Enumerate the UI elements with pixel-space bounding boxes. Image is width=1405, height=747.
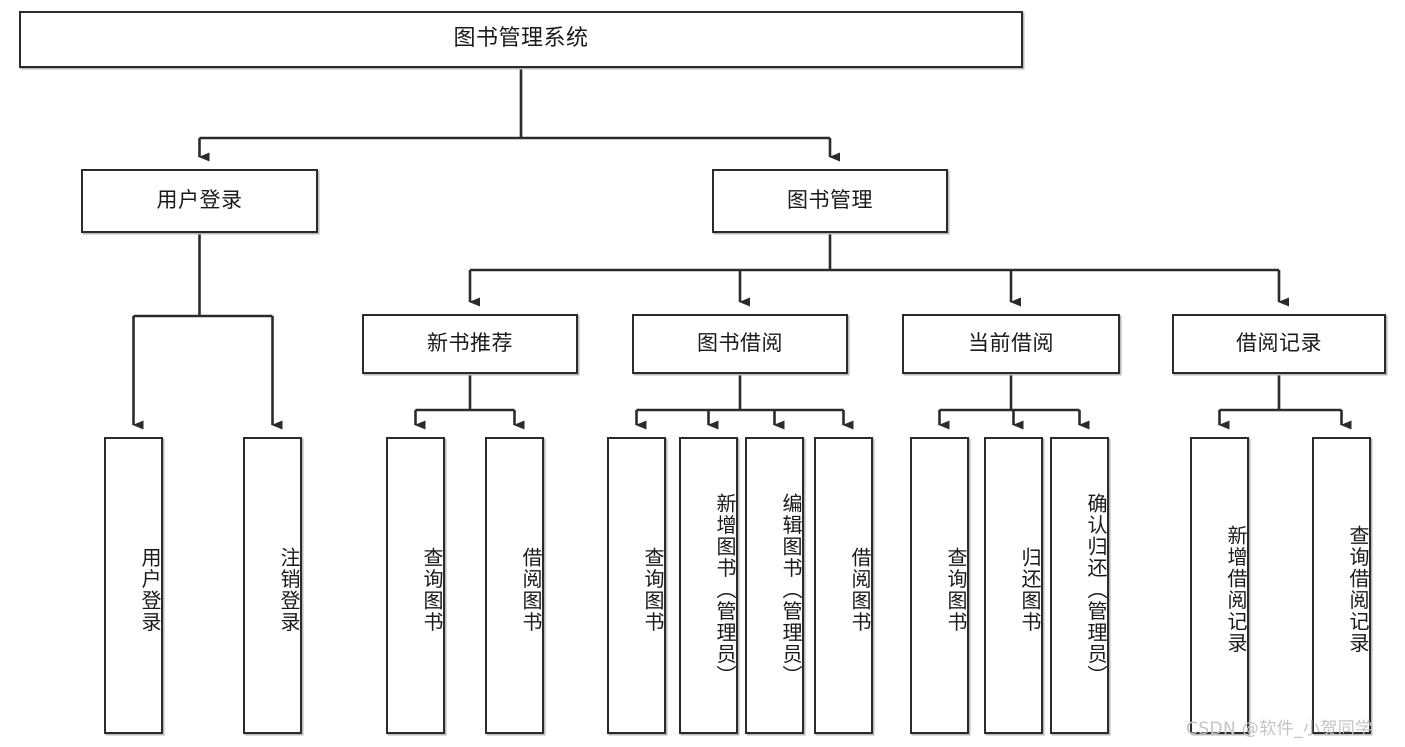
node-leaf-borrow-book-1-label: 借阅图书 — [519, 546, 543, 633]
node-leaf-query-book-2-label: 查询图书 — [641, 546, 665, 633]
node-leaf-add-borrow-record-label: 新增借阅记录 — [1224, 525, 1248, 654]
node-leaf-logout-login[interactable]: 注销登录 — [243, 437, 302, 734]
node-leaf-edit-book-admin[interactable]: 编辑图书（管理员） — [745, 437, 804, 734]
node-leaf-user-login-label: 用户登录 — [138, 546, 162, 633]
node-current-borrow-label: 当前借阅 — [968, 331, 1054, 356]
watermark: CSDN @软件_小贺同学 — [1186, 719, 1373, 739]
node-book-borrow[interactable]: 图书借阅 — [632, 314, 848, 374]
node-borrow-record-label: 借阅记录 — [1236, 331, 1322, 356]
node-leaf-query-book-1-label: 查询图书 — [420, 546, 444, 633]
node-leaf-query-book-1[interactable]: 查询图书 — [386, 437, 445, 734]
node-leaf-return-book[interactable]: 归还图书 — [984, 437, 1043, 734]
node-leaf-add-borrow-record[interactable]: 新增借阅记录 — [1190, 437, 1249, 734]
node-leaf-add-book-admin-label: 新增图书（管理员） — [713, 492, 737, 687]
node-leaf-query-borrow-record-label: 查询借阅记录 — [1346, 525, 1370, 654]
node-book-borrow-label: 图书借阅 — [697, 331, 783, 356]
node-root-label: 图书管理系统 — [453, 26, 589, 52]
node-leaf-add-book-admin[interactable]: 新增图书（管理员） — [679, 437, 738, 734]
node-borrow-record[interactable]: 借阅记录 — [1172, 314, 1386, 374]
node-leaf-return-book-label: 归还图书 — [1018, 546, 1042, 633]
node-new-book-recommend-label: 新书推荐 — [427, 331, 513, 356]
node-book-management[interactable]: 图书管理 — [712, 169, 948, 233]
node-new-book-recommend[interactable]: 新书推荐 — [362, 314, 578, 374]
node-book-management-label: 图书管理 — [787, 188, 873, 213]
node-leaf-borrow-book-2[interactable]: 借阅图书 — [814, 437, 873, 734]
node-leaf-user-login[interactable]: 用户登录 — [104, 437, 163, 734]
node-leaf-logout-login-label: 注销登录 — [277, 546, 301, 633]
node-root[interactable]: 图书管理系统 — [19, 11, 1023, 68]
node-leaf-borrow-book-2-label: 借阅图书 — [848, 546, 872, 633]
node-leaf-edit-book-admin-label: 编辑图书（管理员） — [779, 492, 803, 687]
node-leaf-confirm-return-admin[interactable]: 确认归还（管理员） — [1050, 437, 1109, 734]
node-leaf-borrow-book-1[interactable]: 借阅图书 — [485, 437, 544, 734]
node-current-borrow[interactable]: 当前借阅 — [902, 314, 1120, 374]
node-leaf-confirm-return-admin-label: 确认归还（管理员） — [1084, 492, 1108, 687]
node-user-login-label: 用户登录 — [156, 188, 243, 213]
node-leaf-query-book-3[interactable]: 查询图书 — [910, 437, 969, 734]
edge-paths — [132, 68, 1352, 430]
node-leaf-query-borrow-record[interactable]: 查询借阅记录 — [1312, 437, 1371, 734]
node-user-login[interactable]: 用户登录 — [81, 169, 318, 233]
node-leaf-query-book-3-label: 查询图书 — [944, 546, 968, 633]
node-leaf-query-book-2[interactable]: 查询图书 — [607, 437, 666, 734]
